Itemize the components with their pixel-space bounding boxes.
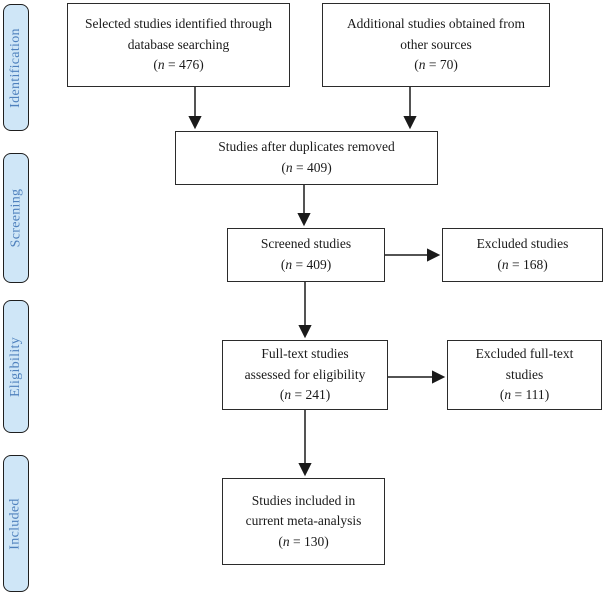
stage-identification-label: Identification	[8, 27, 23, 108]
node-deduplicated-line1: Studies after duplicates removed	[218, 139, 395, 155]
node-included-meta-analysis: Studies included in current meta-analysi…	[222, 478, 385, 565]
node-identified-database: Selected studies identified through data…	[67, 3, 290, 87]
node-screened-count: (n = 409)	[280, 257, 332, 272]
node-fulltext-line2: assessed for eligibility	[244, 366, 366, 382]
stage-included: Included	[3, 455, 29, 592]
node-included-count: (n = 130)	[278, 533, 329, 549]
node-fulltext-line1: Full-text studies	[261, 346, 349, 362]
stage-screening: Screening	[3, 153, 29, 283]
node-excluded-fulltext-count: (n = 111)	[499, 387, 550, 403]
node-additional-line2: other sources	[400, 36, 472, 52]
node-additional-sources: Additional studies obtained from other s…	[322, 3, 550, 87]
stage-eligibility-label: Eligibility	[8, 336, 23, 397]
stage-included-label: Included	[8, 497, 24, 550]
node-identified-line1: Selected studies identified through	[84, 16, 273, 32]
node-screened: Screened studies (n = 409)	[227, 228, 385, 282]
node-excluded-fulltext-line1: Excluded full-text	[475, 346, 574, 362]
node-excluded-studies-count: (n = 168)	[497, 257, 548, 272]
stage-eligibility: Eligibility	[3, 300, 29, 433]
node-deduplicated: Studies after duplicates removed (n = 40…	[175, 131, 438, 185]
node-additional-line1: Additional studies obtained from	[346, 16, 526, 32]
node-fulltext-assessed: Full-text studies assessed for eligibili…	[222, 340, 388, 410]
node-excluded-fulltext-line2: studies	[505, 366, 544, 382]
node-identified-line2: database searching	[127, 36, 230, 52]
node-included-line2: current meta-analysis	[245, 513, 362, 529]
node-included-line1: Studies included in	[251, 492, 356, 508]
node-identified-count: (n = 476)	[153, 57, 204, 73]
node-additional-count: (n = 70)	[414, 57, 458, 73]
stage-identification: Identification	[3, 4, 29, 131]
stage-screening-label: Screening	[8, 188, 23, 248]
node-excluded-studies-line1: Excluded studies	[476, 236, 569, 252]
node-excluded-fulltext: Excluded full-text studies (n = 111)	[447, 340, 602, 410]
node-fulltext-count: (n = 241)	[279, 387, 331, 403]
node-deduplicated-count: (n = 409)	[281, 160, 332, 175]
node-screened-line1: Screened studies	[260, 236, 352, 252]
node-excluded-studies: Excluded studies (n = 168)	[442, 228, 603, 282]
